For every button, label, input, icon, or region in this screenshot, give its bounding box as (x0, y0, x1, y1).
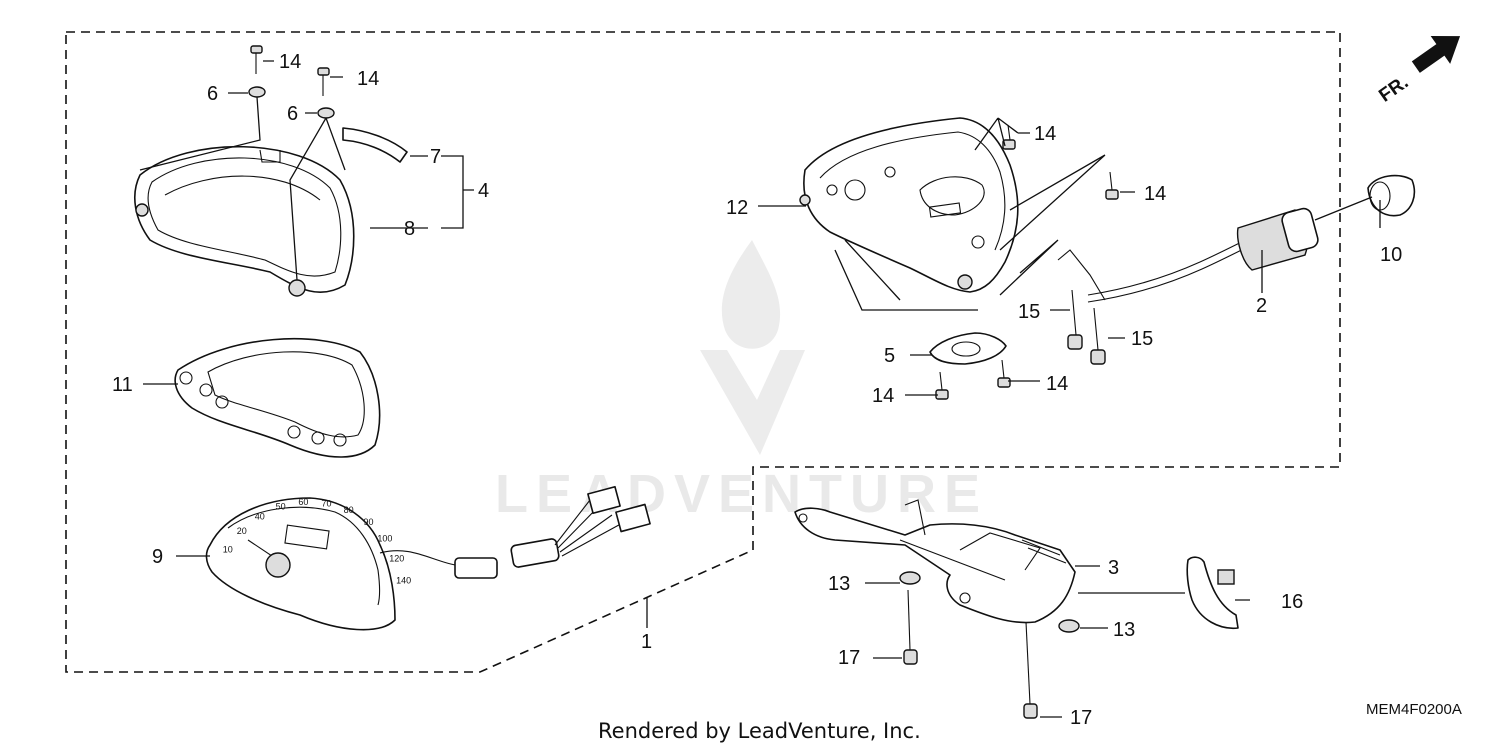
leader-lines (865, 565, 1250, 718)
leader-lines (758, 117, 1381, 396)
screw-icon (1002, 124, 1016, 150)
speed-scale-label: 50 (276, 502, 286, 512)
render-credit: Rendered by LeadVenture, Inc. (598, 719, 921, 743)
callout-3: 3 (1108, 557, 1119, 579)
callout-17: 17 (1070, 707, 1092, 729)
callout-14: 14 (279, 51, 301, 73)
bolt-icon (1090, 307, 1106, 365)
speed-scale-label: 60 (298, 497, 308, 507)
diagram-code: MEM4F0200A (1366, 701, 1462, 718)
bolt-icon (1067, 289, 1083, 350)
screw-icon (250, 45, 263, 74)
callout-7: 7 (430, 146, 441, 168)
callout-14: 14 (1144, 183, 1166, 205)
speedometer-scale: 10 20 40 50 60 70 80 90 100 120 140 (223, 497, 411, 585)
cable-band (1186, 556, 1239, 629)
callout-14: 14 (357, 68, 379, 90)
callout-13: 13 (1113, 619, 1135, 641)
callout-14: 14 (1046, 373, 1068, 395)
callout-17: 17 (838, 647, 860, 669)
washer-icon (317, 107, 335, 119)
mounting-plate (929, 332, 1007, 365)
wire-harness (1057, 207, 1319, 303)
speed-scale-label: 10 (223, 545, 233, 555)
speed-scale-label: 40 (255, 511, 265, 521)
callout-14: 14 (872, 385, 894, 407)
callout-12: 12 (726, 197, 748, 219)
callout-14: 14 (1034, 123, 1056, 145)
screw-icon (935, 371, 949, 400)
callout-6: 6 (287, 103, 298, 125)
meter-cable (379, 485, 651, 579)
nut-icon (1058, 619, 1080, 633)
callout-5: 5 (884, 345, 895, 367)
front-direction-icon: FR. (1375, 35, 1461, 107)
speed-scale-label: 140 (396, 576, 411, 586)
nut-icon (899, 571, 921, 585)
callout-15: 15 (1131, 328, 1153, 350)
band-clip (1217, 569, 1235, 585)
callout-6: 6 (207, 83, 218, 105)
callout-8: 8 (404, 218, 415, 240)
callout-11: 11 (112, 374, 133, 396)
speed-scale-label: 20 (237, 526, 247, 536)
front-direction-label: FR. (1375, 72, 1412, 107)
speed-scale-label: 70 (321, 498, 331, 508)
speed-scale-label: 100 (377, 534, 392, 544)
screw-icon (997, 359, 1011, 388)
screw-icon (1105, 171, 1119, 200)
meter-cover-assembly (134, 145, 355, 297)
watermark-text: LEADVENTURE (495, 464, 988, 524)
callout-9: 9 (152, 546, 163, 568)
watermark: LEADVENTURE (495, 240, 988, 524)
meter-case (799, 117, 1019, 293)
speed-scale-label: 90 (363, 517, 373, 527)
assembly-boundary (65, 31, 1341, 673)
washer-icon (248, 86, 266, 98)
speed-scale-label: 80 (344, 505, 354, 515)
combination-meter: 10 20 40 50 60 70 80 90 100 120 140 (205, 485, 651, 631)
meter-bezel (174, 337, 381, 458)
callout-16: 16 (1281, 591, 1303, 613)
callout-10: 10 (1380, 244, 1402, 266)
callout-13: 13 (828, 573, 850, 595)
callout-1: 1 (641, 631, 652, 653)
bolt-icon (1023, 621, 1038, 719)
callout-15: 15 (1018, 301, 1040, 323)
lens-part (342, 127, 408, 163)
callout-4: 4 (478, 180, 489, 202)
speed-scale-label: 120 (389, 553, 404, 563)
leader-lines (139, 60, 474, 281)
watermark-logo-icon (700, 240, 805, 455)
screw-icon (317, 67, 330, 96)
bolt-icon (903, 589, 918, 665)
callout-2: 2 (1256, 295, 1267, 317)
socket-part (1367, 174, 1416, 217)
meter-bracket (794, 499, 1076, 624)
